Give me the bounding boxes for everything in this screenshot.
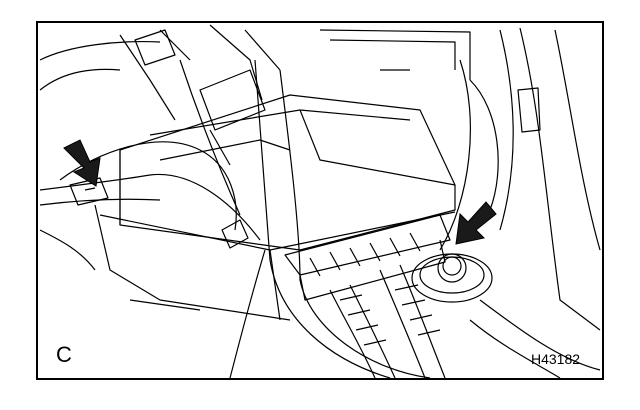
figure-code: H43182 — [531, 351, 581, 367]
line-art — [39, 24, 601, 379]
view-label: C — [56, 342, 72, 367]
figure-border — [36, 21, 604, 380]
arrow-pointer-icon — [63, 139, 101, 187]
arrow-pointer-icon — [455, 201, 497, 245]
